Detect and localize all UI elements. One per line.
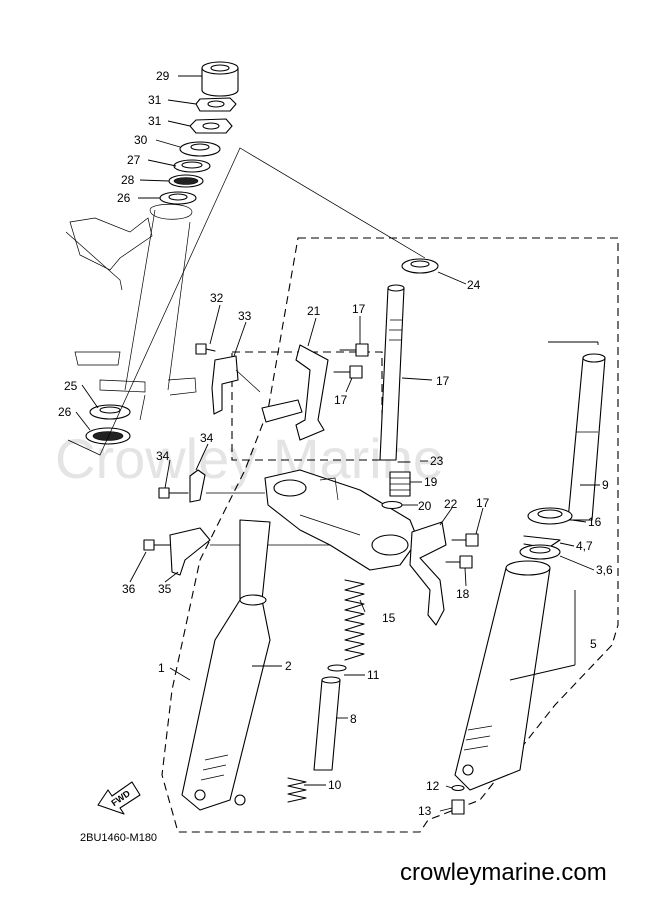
guide-lines-b xyxy=(206,492,330,546)
callout-2: 2 xyxy=(285,659,292,673)
seal-3-6 xyxy=(519,544,561,560)
bolt-34b xyxy=(158,487,189,499)
diagram-code: 2BU1460-M180 xyxy=(80,832,157,844)
bush-18 xyxy=(389,471,411,497)
callout-31b: 31 xyxy=(148,114,162,128)
group-bracket-5 xyxy=(509,590,576,681)
callout-34a: 32 xyxy=(210,291,224,305)
callout-16: 17 xyxy=(436,374,450,388)
oring-19 xyxy=(381,500,403,510)
washer-12 xyxy=(451,784,465,792)
washer-30 xyxy=(179,141,221,157)
ring-nut-31b xyxy=(189,118,233,134)
callout-14: 16 xyxy=(588,515,602,529)
callout-13: 13 xyxy=(418,804,432,818)
bracket-32 xyxy=(189,469,206,503)
callout-25: 26 xyxy=(58,405,72,419)
outer-tube-5 xyxy=(454,560,551,791)
dust-seal-23 xyxy=(401,258,439,274)
callout-9: 8 xyxy=(350,712,357,726)
bracket-33 xyxy=(211,355,261,415)
steering-stem-16 xyxy=(379,284,405,461)
callout-23: 24 xyxy=(467,278,481,292)
callout-15: 15 xyxy=(382,611,396,625)
fork-spring-15 xyxy=(344,579,365,661)
callout-31a: 31 xyxy=(148,93,162,107)
fwd-arrow-icon: FWD xyxy=(97,781,141,815)
callout-21: 21 xyxy=(307,304,321,318)
callout-22: 22 xyxy=(444,497,458,511)
callout-33: 33 xyxy=(238,309,252,323)
callout-30: 30 xyxy=(134,133,148,147)
callout-5: 5 xyxy=(590,637,597,651)
callout-29: 29 xyxy=(156,69,170,83)
assembly-boundary xyxy=(161,237,619,833)
bracket-group-boundary xyxy=(231,351,383,461)
stay-21 xyxy=(261,344,329,441)
spring-11 xyxy=(287,777,307,803)
callout-17a: 17 xyxy=(352,302,366,316)
callout-1: 1 xyxy=(158,661,165,675)
callout-11: 10 xyxy=(328,778,342,792)
callout-24: 25 xyxy=(64,379,78,393)
oil-seal-14 xyxy=(527,507,573,525)
bearing-28 xyxy=(168,174,204,188)
callout-27: 27 xyxy=(127,153,141,167)
callout-36: 36 xyxy=(122,582,136,596)
bearing-race-27 xyxy=(173,159,211,173)
bolt-34a xyxy=(195,343,216,355)
ring-nut-31a xyxy=(195,97,237,112)
bearing-25 xyxy=(85,427,131,445)
under-bracket xyxy=(264,469,419,571)
bracket-22 xyxy=(409,521,447,626)
bolt-17a xyxy=(339,343,369,357)
top-cap-29 xyxy=(201,61,239,97)
inner-tube-8 xyxy=(567,353,606,521)
bolt-17d xyxy=(445,555,473,569)
bolt-17b xyxy=(333,365,363,379)
frame-head-pipe xyxy=(65,203,197,421)
bolt-13 xyxy=(451,799,465,815)
callout-19: 20 xyxy=(418,499,432,513)
callout-34b: 34 xyxy=(156,449,170,463)
site-url: crowleymarine.com xyxy=(400,859,607,886)
callout-18: 19 xyxy=(424,475,438,489)
callout-17d: 18 xyxy=(456,587,470,601)
oring-10 xyxy=(327,664,347,672)
callout-8: 9 xyxy=(602,478,609,492)
guide-line xyxy=(67,147,426,456)
callout-32: 34 xyxy=(200,431,214,445)
leader-lines xyxy=(75,75,600,812)
damper-rod-9 xyxy=(313,676,341,771)
callout-4-7: 4,7 xyxy=(576,539,593,553)
fork-leg-2 xyxy=(181,519,271,811)
callout-20: 23 xyxy=(430,454,444,468)
callouts: 29 31 31 30 27 28 26 24 32 33 21 17 17 1… xyxy=(58,69,613,818)
callout-12: 12 xyxy=(426,779,440,793)
callout-17b: 17 xyxy=(334,393,348,407)
clamp-35 xyxy=(169,527,211,576)
bolt-17c xyxy=(451,533,479,547)
race-26 xyxy=(159,191,197,205)
callout-10: 11 xyxy=(367,668,380,682)
race-24 xyxy=(89,404,131,420)
callout-26: 26 xyxy=(117,191,131,205)
bolt-36 xyxy=(143,539,171,551)
callout-35: 35 xyxy=(158,582,172,596)
callout-17c: 17 xyxy=(476,496,490,510)
callout-3-6: 3,6 xyxy=(596,563,613,577)
callout-28: 28 xyxy=(121,173,135,187)
group-bracket-top xyxy=(548,341,599,345)
